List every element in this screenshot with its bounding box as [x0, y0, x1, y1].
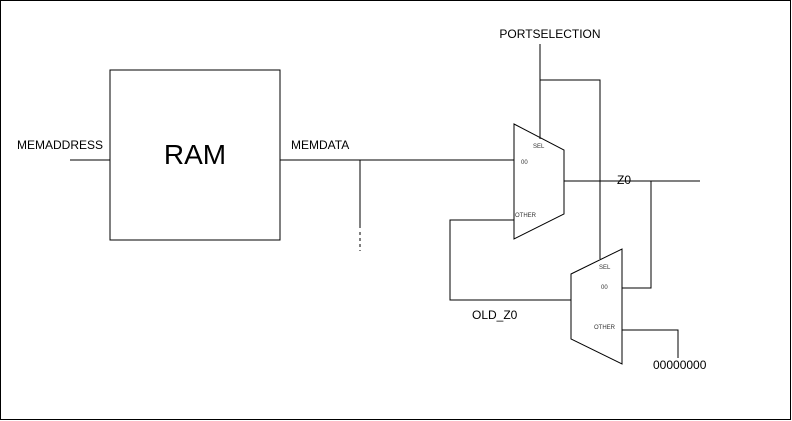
mux-bottom-other-label: OTHER [594, 325, 616, 331]
portselection-label: PORTSELECTION [499, 27, 600, 41]
zero-constant-wire [622, 329, 679, 358]
mux-top [513, 123, 565, 240]
memaddress-label: MEMADDRESS [17, 138, 103, 152]
ram-block [109, 69, 281, 241]
mux-bottom-00-label: 00 [601, 285, 608, 291]
mux-bottom [570, 248, 623, 365]
mux-top-other-label: OTHER [515, 213, 537, 219]
old-z0-label: OLD_Z0 [472, 308, 518, 322]
portselection-to-mux-bottom-wire [540, 79, 601, 259]
mux-top-sel-label: SEL [533, 144, 545, 150]
old-z0-wire [449, 219, 571, 301]
ram-label: RAM [164, 139, 226, 170]
mux-bottom-sel-label: SEL [599, 265, 611, 271]
z0-label: Z0 [617, 173, 631, 187]
memdata-label: MEMDATA [291, 138, 349, 152]
mux-top-00-label: 00 [521, 160, 528, 166]
zero-constant-label: 00000000 [653, 358, 707, 372]
z0-feedback-wire [622, 181, 652, 289]
